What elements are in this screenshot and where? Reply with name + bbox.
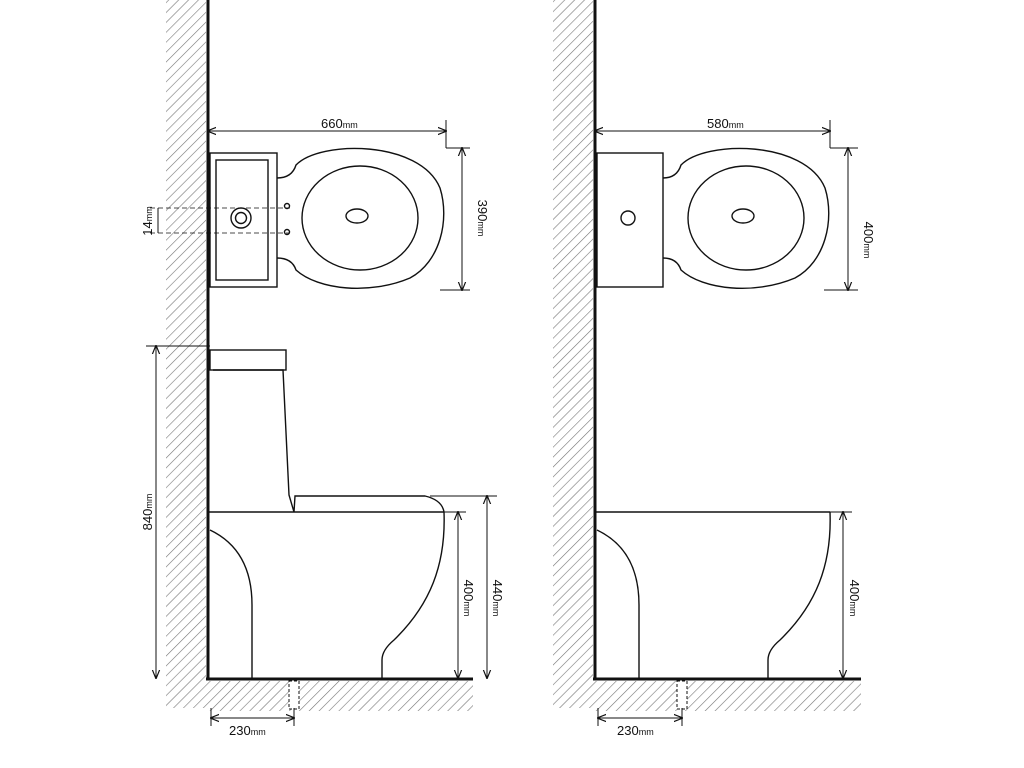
left-side-tank-lid <box>209 349 287 371</box>
label-right-drain-distance: 230mm <box>617 723 654 738</box>
left-top-seat <box>301 165 419 271</box>
left-wall-hatch <box>166 0 206 708</box>
label-left-hole-offset: 14mm <box>140 206 155 235</box>
left-side-tank <box>213 369 295 513</box>
left-side-bowl <box>381 511 445 679</box>
left-top-drain-hole <box>345 208 369 224</box>
right-drain-pipe <box>676 680 688 710</box>
left-hinge-top <box>283 202 291 210</box>
right-side-bowl-inner <box>596 529 640 679</box>
label-left-top-width: 660mm <box>321 116 358 131</box>
left-flush-button <box>230 207 252 229</box>
label-right-top-width: 580mm <box>707 116 744 131</box>
right-top-bowl <box>662 147 830 289</box>
left-hinge-bottom <box>283 228 291 236</box>
label-left-top-depth: 390mm <box>475 200 490 237</box>
left-drain-pipe <box>288 680 300 710</box>
left-drawing <box>146 0 497 726</box>
right-top-seat <box>687 165 805 271</box>
right-top-drain-hole <box>731 208 755 224</box>
label-left-seat-height: 400mm <box>461 580 476 617</box>
right-side-bowl <box>767 511 831 679</box>
label-left-drain-distance: 230mm <box>229 723 266 738</box>
left-top-tank-inner <box>215 159 269 281</box>
left-flush-button-inner <box>234 211 248 225</box>
label-left-total-height: 840mm <box>140 494 155 531</box>
label-right-top-depth: 400mm <box>861 222 876 259</box>
left-floor-hatch <box>206 681 473 711</box>
right-wall-hatch <box>553 0 593 708</box>
left-side-lid <box>293 495 445 513</box>
right-top-tank <box>596 152 664 288</box>
left-side-bowl-inner <box>209 529 253 679</box>
left-top-tank <box>209 152 278 288</box>
label-left-lid-height: 440mm <box>490 580 505 617</box>
label-right-seat-height: 400mm <box>847 580 862 617</box>
right-floor-hatch <box>593 681 861 711</box>
right-drawing <box>553 0 861 726</box>
right-flush-button <box>620 210 636 226</box>
left-top-bowl <box>276 147 445 289</box>
